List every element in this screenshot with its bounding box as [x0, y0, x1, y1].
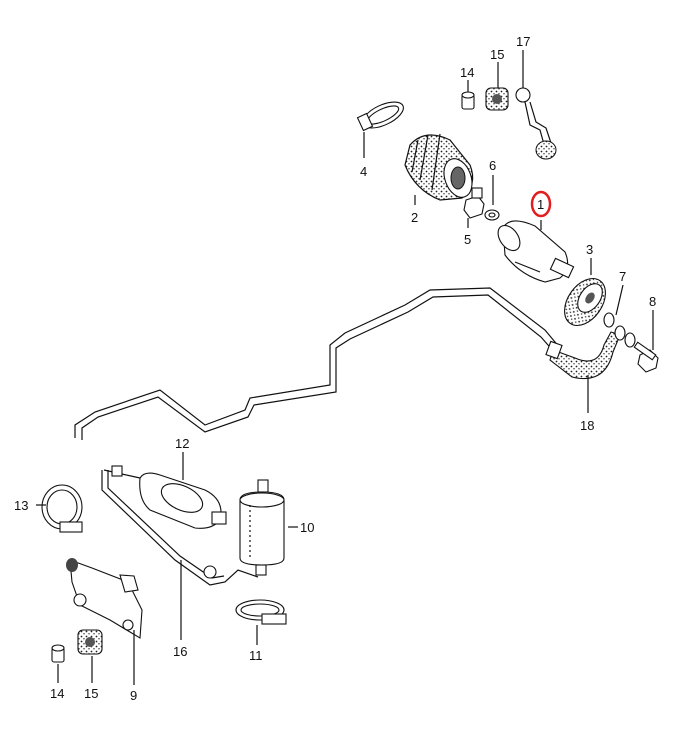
part-11-hose-clamp: [235, 599, 287, 625]
label-part-3[interactable]: 3: [586, 242, 593, 257]
part-6-washer: [484, 209, 500, 221]
leader-lines: [36, 50, 654, 685]
label-part-16[interactable]: 16: [173, 644, 187, 659]
label-part-7[interactable]: 7: [619, 269, 626, 284]
highlight-ring: [530, 190, 552, 218]
label-part-8[interactable]: 8: [649, 294, 656, 309]
part-3-rubber-mount: [564, 278, 606, 326]
part-14-sleeve-bottom: [51, 644, 65, 663]
label-part-1[interactable]: 1: [537, 197, 544, 212]
part-5-fitting: [463, 187, 485, 219]
part-14-sleeve-top: [461, 91, 475, 110]
label-part-4[interactable]: 4: [360, 164, 367, 179]
part-18-hose: [545, 325, 626, 379]
part-1-fuel-pump: [497, 220, 575, 283]
label-part-14-bottom[interactable]: 14: [50, 686, 64, 701]
label-part-11[interactable]: 11: [249, 648, 263, 663]
fuel-line-tube: [74, 287, 561, 440]
label-part-6[interactable]: 6: [489, 158, 496, 173]
part-17-bracket: [515, 87, 557, 160]
part-16-tube: [101, 470, 259, 586]
callout-labels: 1 2 3 4 5 6 7 8 9 10 11 12 13 14 14 15 1…: [14, 34, 656, 703]
part-15-grommet-bottom: [77, 629, 103, 655]
label-part-15-bottom[interactable]: 15: [84, 686, 98, 701]
label-part-17[interactable]: 17: [516, 34, 530, 49]
part-10-fuel-filter: [239, 479, 298, 576]
part-7-washers: [603, 312, 636, 348]
label-part-5[interactable]: 5: [464, 232, 471, 247]
part-15-grommet-top: [485, 87, 509, 111]
part-2-rubber-boot: [404, 133, 474, 201]
part-12-accumulator: [103, 465, 227, 529]
part-8-bolt: [633, 341, 659, 373]
label-part-9[interactable]: 9: [130, 688, 137, 703]
part-4-hose-clamp: [356, 101, 404, 132]
part-9-mounting-bracket: [66, 558, 143, 639]
label-part-12[interactable]: 12: [175, 436, 189, 451]
label-part-15-top[interactable]: 15: [490, 47, 504, 62]
label-part-18[interactable]: 18: [580, 418, 594, 433]
label-part-10[interactable]: 10: [300, 520, 314, 535]
label-part-14-top[interactable]: 14: [460, 65, 474, 80]
label-part-13[interactable]: 13: [14, 498, 28, 513]
label-part-2[interactable]: 2: [411, 210, 418, 225]
part-13-hose-clamp: [41, 484, 83, 533]
